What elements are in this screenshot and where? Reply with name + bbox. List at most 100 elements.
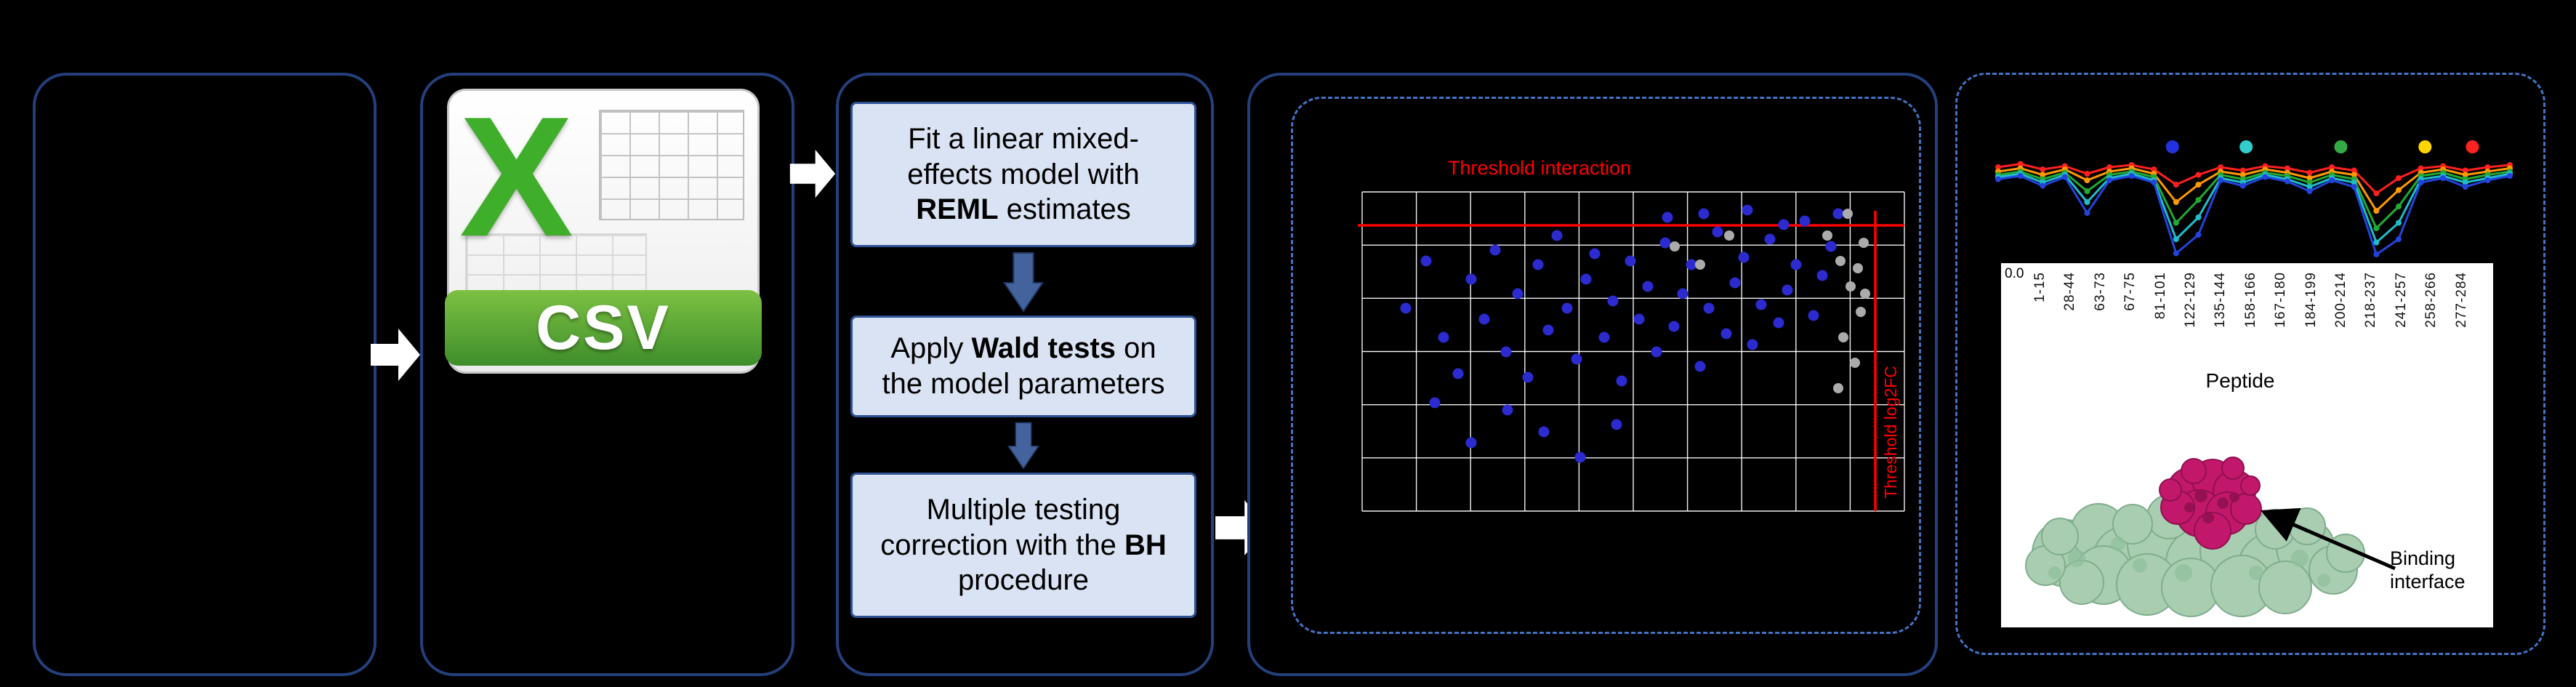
process-step-wald: Apply Wald tests on the model parameters (850, 316, 1196, 417)
scatter-point-significant (1489, 244, 1501, 256)
uptake-series-marker (2195, 182, 2202, 188)
peptide-tick-label: 167-180 (2273, 272, 2289, 328)
arrow-shape (789, 150, 836, 198)
scatter-point-nonsignificant (1850, 358, 1860, 368)
scatter-point-significant (1747, 339, 1758, 350)
step-text-pre: Apply (890, 332, 972, 365)
scatter-point-significant (1698, 208, 1710, 220)
binding-interface-label: Binding interface (2390, 547, 2466, 593)
uptake-series-marker (2173, 182, 2179, 188)
scatter-point-significant (1532, 259, 1544, 270)
scatter-point-nonsignificant (1822, 230, 1832, 241)
flow-arrow-2 (789, 150, 836, 198)
uptake-series-marker (2395, 236, 2402, 242)
uptake-series-marker (2351, 184, 2357, 190)
scatter-point-significant (1799, 215, 1811, 227)
uptake-series-marker (2306, 184, 2313, 190)
uptake-series-marker (2395, 204, 2402, 209)
uptake-series-marker (2484, 177, 2491, 183)
uptake-series-marker (2284, 178, 2290, 185)
scatter-point-significant (1729, 277, 1741, 289)
uptake-series-marker (1995, 164, 2001, 170)
step-text-bold: Wald tests (971, 332, 1116, 365)
scatter-point-significant (1452, 368, 1464, 379)
peptide-tick-label: 67-75 (2122, 272, 2138, 311)
scatter-point-nonsignificant (1843, 209, 1853, 219)
scatter-point-significant (1616, 375, 1627, 387)
uptake-series-marker (2151, 180, 2157, 185)
uptake-series-marker (2351, 167, 2357, 174)
uptake-series-marker (2373, 225, 2380, 231)
scatter-point-significant (1755, 299, 1767, 310)
scatter-point-significant (1465, 273, 1477, 285)
timepoint-legend-dot (2466, 140, 2479, 153)
scatter-point-nonsignificant (1856, 307, 1866, 317)
scatter-point-significant (1551, 230, 1563, 241)
flow-arrow-1 (371, 329, 420, 381)
uptake-series-marker (2306, 188, 2313, 194)
uptake-series-marker (2462, 180, 2468, 185)
timepoint-legend-dot (2334, 140, 2348, 153)
scatter-point-significant (1668, 321, 1680, 332)
scatter-point-significant (1478, 313, 1490, 325)
timepoint-legend-dot (2239, 140, 2253, 153)
uptake-series-marker (2061, 174, 2068, 180)
arrow-shape (371, 329, 420, 381)
step-down-arrow-2 (1007, 422, 1040, 470)
uptake-series-marker (2395, 187, 2402, 193)
scatter-point-significant (1571, 353, 1582, 365)
scatter-point-significant (1825, 241, 1837, 252)
annotation-line (2260, 507, 2396, 571)
scatter-point-significant (1607, 295, 1619, 307)
uptake-series-marker (2351, 172, 2357, 178)
scatter-point-significant (1500, 346, 1512, 358)
scatter-point-significant (1773, 317, 1784, 329)
uptake-series-marker (2040, 166, 2046, 172)
scatter-point-significant (1625, 255, 1636, 267)
uptake-series-marker (2239, 182, 2246, 189)
scatter-point-significant (1677, 288, 1689, 300)
uptake-series-marker (2084, 199, 2090, 205)
uptake-series-marker (2306, 169, 2313, 176)
uptake-line-chart (1995, 140, 2513, 257)
step-text-post: estimates (998, 193, 1131, 226)
hdx-dashed-panel (1955, 73, 2545, 655)
uptake-series-marker (2418, 180, 2424, 185)
scatter-point-significant (1703, 302, 1715, 314)
peptide-tick-label: 1-15 (2032, 272, 2048, 303)
scatter-point-significant (1782, 284, 1793, 296)
uptake-series-marker (2418, 165, 2424, 172)
uptake-series-marker (2106, 164, 2113, 170)
peptide-tick-label: 135-144 (2213, 272, 2229, 328)
uptake-series-marker (2218, 177, 2224, 183)
scatter-point-significant (1832, 208, 1844, 220)
scatter-point-significant (1420, 255, 1432, 267)
peptide-tick-label: 81-101 (2152, 272, 2168, 320)
scatter-point-nonsignificant (1846, 281, 1856, 292)
peptide-tick-label: 218-237 (2363, 272, 2379, 328)
peptide-tick-label: 200-214 (2333, 272, 2348, 328)
scatter-point-significant (1790, 259, 1802, 270)
step-text-bold: REML (916, 193, 999, 226)
uptake-series-marker (2040, 172, 2046, 178)
timepoint-legend-dot (2418, 140, 2432, 153)
process-step-reml: Fit a linear mixed-effects model with RE… (850, 102, 1196, 247)
uptake-series-marker (2017, 161, 2024, 167)
scatter-point-significant (1465, 437, 1477, 449)
uptake-series-marker (2329, 164, 2335, 170)
uptake-series-marker (2195, 197, 2202, 203)
scatter-point-significant (1574, 451, 1586, 463)
scatter-point-significant (1580, 273, 1592, 285)
uptake-series-marker (2440, 175, 2447, 181)
input-panel (33, 73, 377, 676)
scatter-point-significant (1561, 302, 1573, 314)
volcano-threshold-title: Threshold interaction (1447, 157, 1632, 179)
uptake-series-marker (2106, 177, 2113, 183)
step-text: Apply Wald tests on the model parameters (873, 331, 1174, 402)
uptake-series-marker (2395, 220, 2402, 226)
uptake-series-marker (2173, 236, 2179, 242)
scatter-point-significant (1816, 270, 1828, 281)
peptide-tick-label: 122-129 (2183, 272, 2198, 328)
uptake-series-line (1997, 172, 2511, 244)
volcano-threshold-side-label: Threshold log2FC (1881, 366, 1900, 499)
